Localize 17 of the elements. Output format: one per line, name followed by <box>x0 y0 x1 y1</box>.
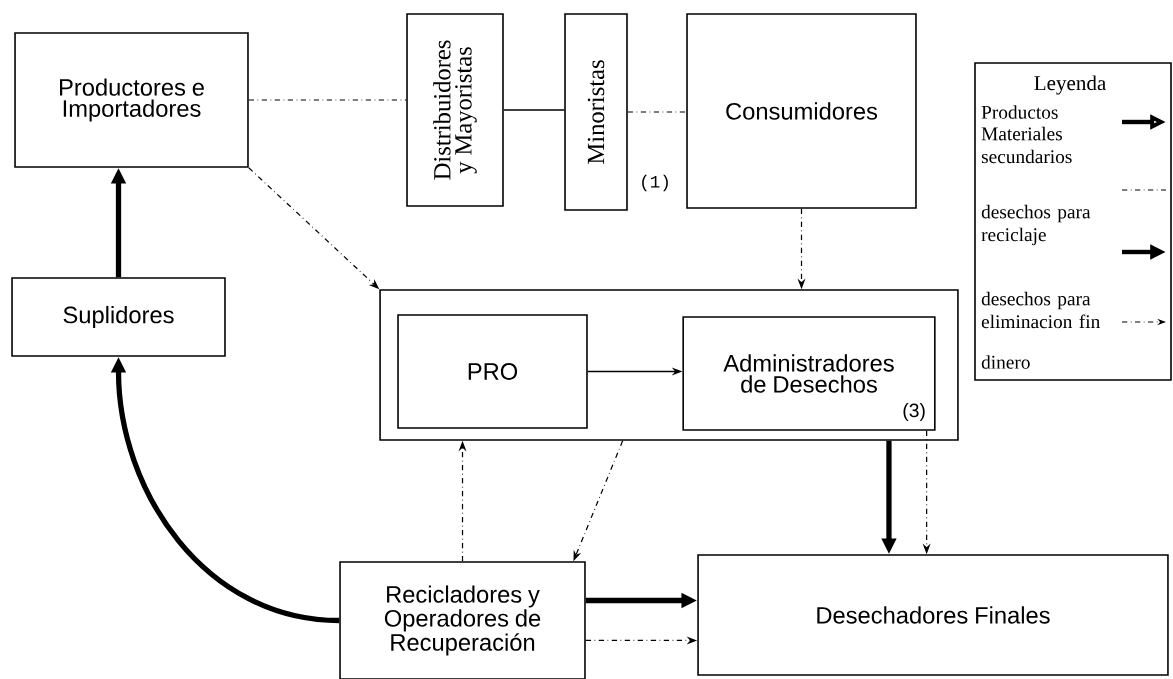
legend-text: Productos <box>981 105 1058 119</box>
actor-box: Minoristas <box>564 13 628 211</box>
legend-title: Leyenda <box>1034 75 1106 95</box>
actor-box: Recicladores y Operadores de Recuperación <box>339 561 586 679</box>
legend-text: dinero <box>981 355 1030 369</box>
legend-text: Materiales secundarios <box>981 126 1072 164</box>
legend-text: desechos para eliminacion fin <box>981 291 1100 329</box>
group-box <box>379 289 959 441</box>
actor-box: Desechadores Finales <box>697 554 1169 676</box>
actor-box: Productores e Importadores <box>14 32 249 168</box>
legend-text: desechos para reciclaje <box>981 204 1091 246</box>
footnote-number: (3) <box>903 403 925 422</box>
note-number: (1) <box>642 174 668 192</box>
actor-box: PRO <box>397 314 588 429</box>
actor-box: Consumidores <box>686 13 917 209</box>
actor-box: Suplidores <box>11 277 226 357</box>
actor-box: Distribuidores y Mayoristas <box>406 13 504 207</box>
